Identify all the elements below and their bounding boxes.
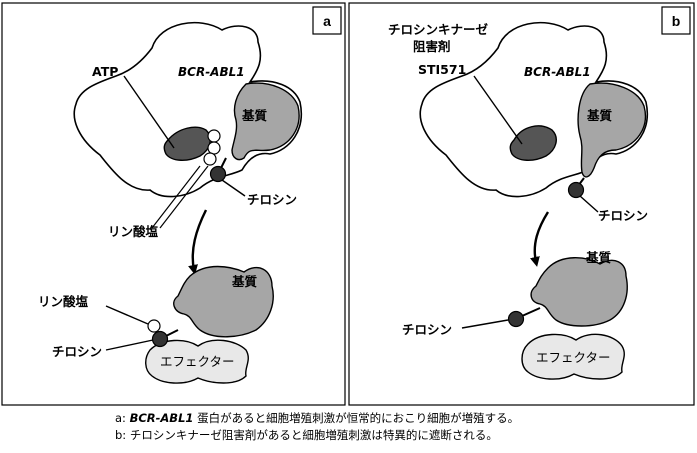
panel-a-tag: a xyxy=(323,13,331,29)
tyrosine-label-a: チロシン xyxy=(247,192,297,207)
tyrosine-a xyxy=(209,165,227,183)
lower-phosphate-label-a: リン酸塩 xyxy=(38,294,89,309)
figure-captions: a: BCR-ABL1 蛋白があると細胞増殖刺激が恒常的におこり細胞が増殖する。… xyxy=(115,410,675,444)
inhibitor-label-line2: 阻害剤 xyxy=(413,39,451,54)
phosphate-transfer-line-2 xyxy=(159,165,209,229)
protein-label-a: BCR-ABL1 xyxy=(178,65,245,79)
atp-leader xyxy=(123,75,175,149)
effector-a xyxy=(145,339,249,384)
inhibitor-pocket-b xyxy=(509,125,557,161)
lower-tyrosine-label-a: チロシン xyxy=(52,344,102,359)
phosphate-label-a: リン酸塩 xyxy=(108,224,159,239)
substrate-label-b: 基質 xyxy=(586,108,613,123)
caption-a-text: 蛋白があると細胞増殖刺激が恒常的におこり細胞が増殖する。 xyxy=(193,411,520,425)
substrate-a xyxy=(231,82,300,161)
caption-b: b: チロシンキナーゼ阻害剤があると細胞増殖刺激は特異的に遮断される。 xyxy=(115,428,498,442)
effector-label-b: エフェクター xyxy=(536,350,611,365)
lower-tyrosine-stem-a xyxy=(165,329,179,337)
protein-label-b: BCR-ABL1 xyxy=(524,65,591,79)
panel-b: b チロシンキナーゼ 阻害剤 STI571 BCR-ABL1 基質 チロシン 基… xyxy=(348,2,695,406)
effector-b xyxy=(521,333,625,380)
caption-a: a: BCR-ABL1 蛋白があると細胞増殖刺激が恒常的におこり細胞が増殖する。 xyxy=(115,410,675,427)
tyrosine-b xyxy=(567,181,585,199)
arrow-b xyxy=(530,211,550,267)
lower-tyrosine-leader-a xyxy=(105,339,154,351)
substrate-b xyxy=(577,82,646,178)
phosphate-2 xyxy=(207,141,221,155)
inhibitor-label-line1: チロシンキナーゼ xyxy=(388,22,489,37)
lower-tyrosine-stem-b xyxy=(521,307,541,317)
panel-a-tag-box xyxy=(312,6,342,35)
lower-phosphate-leader-a xyxy=(105,305,149,325)
atp-label: ATP xyxy=(92,64,118,79)
substrate-label-a: 基質 xyxy=(241,108,268,123)
panel-a: a ATP BCR-ABL1 基質 チロシン リン酸塩 xyxy=(1,2,346,406)
lower-tyrosine-b xyxy=(507,310,525,328)
drug-leader xyxy=(473,75,523,145)
lower-substrate-label-a: 基質 xyxy=(231,274,258,289)
tyrosine-label-b: チロシン xyxy=(598,208,648,223)
lower-phosphate-a xyxy=(147,319,161,333)
caption-a-gene: BCR-ABL1 xyxy=(129,411,194,425)
lower-tyrosine-a xyxy=(151,330,169,348)
tyrosine-leader-a xyxy=(221,179,246,197)
phosphate-3 xyxy=(203,152,217,166)
panel-b-tag: b xyxy=(672,13,681,29)
lower-substrate-b xyxy=(530,257,628,327)
panel-b-tag-box xyxy=(661,6,691,35)
caption-a-prefix: a: xyxy=(115,411,130,425)
lower-tyrosine-leader-b xyxy=(461,319,509,329)
drug-label: STI571 xyxy=(418,62,466,77)
phosphate-1 xyxy=(207,129,221,143)
arrow-a xyxy=(188,209,208,275)
effector-label-a: エフェクター xyxy=(160,354,235,369)
phosphate-transfer-line-1 xyxy=(151,165,201,229)
lower-tyrosine-label-b: チロシン xyxy=(402,322,452,337)
atp-pocket-a xyxy=(163,126,211,161)
tyrosine-leader-b xyxy=(579,195,599,213)
lower-substrate-label-b: 基質 xyxy=(585,250,612,265)
lower-substrate-a xyxy=(173,265,274,338)
